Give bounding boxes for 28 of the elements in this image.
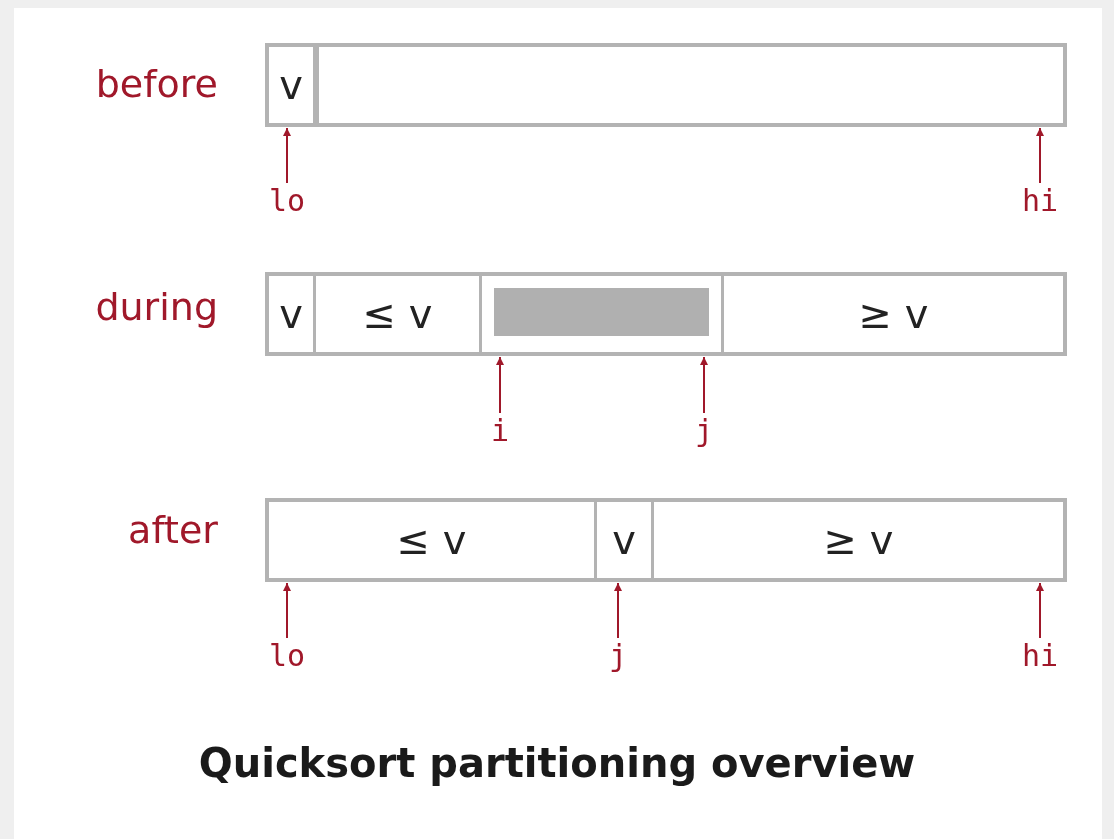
index-label: hi: [1021, 640, 1059, 672]
array-box: [265, 272, 1067, 356]
row-label: after: [127, 508, 218, 552]
index-label: lo: [268, 640, 306, 672]
array-cell: v: [597, 502, 654, 582]
arrow: [700, 356, 708, 414]
arrow: [496, 356, 504, 414]
array-box: [265, 498, 1067, 582]
row-label: during: [94, 285, 218, 329]
array-cell: v: [269, 276, 316, 356]
arrow: [1036, 582, 1044, 639]
array-cell: ≤ v: [316, 276, 482, 356]
index-label: i: [490, 415, 510, 447]
array-cell: ≥ v: [724, 276, 1063, 356]
unsorted-region: [494, 288, 709, 336]
array-cell: v: [269, 47, 316, 127]
array-cell: ≤ v: [269, 502, 597, 582]
index-label: j: [608, 640, 628, 672]
array-cell: ≥ v: [654, 502, 1063, 582]
arrow: [283, 127, 291, 184]
index-label: j: [694, 415, 714, 447]
arrow: [1036, 127, 1044, 184]
arrow: [283, 582, 291, 639]
row-label: before: [94, 62, 218, 106]
index-label: lo: [268, 185, 306, 217]
index-label: hi: [1021, 185, 1059, 217]
arrow: [614, 582, 622, 639]
caption: Quicksort partitioning overview: [197, 740, 917, 786]
